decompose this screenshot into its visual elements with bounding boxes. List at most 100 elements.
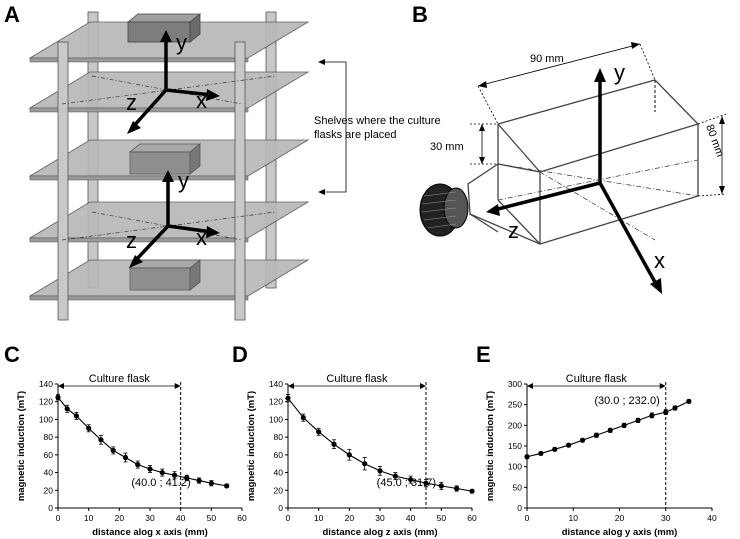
bracket-arrow-left xyxy=(58,383,64,389)
y-tick-label: 60 xyxy=(274,450,284,460)
panel-label-d: D xyxy=(232,342,248,367)
data-point xyxy=(316,429,322,435)
y-tick-label: 200 xyxy=(508,420,522,430)
data-point xyxy=(686,398,692,404)
cutoff-annotation: (30.0 ; 232.0) xyxy=(594,395,659,407)
x-tick-label: 50 xyxy=(207,513,217,523)
dimension-lines xyxy=(470,43,727,197)
dimension-width: 80 mm xyxy=(703,123,726,159)
y-tick-label: 0 xyxy=(517,503,522,513)
axis-label-x-flask: x xyxy=(654,248,665,273)
y-tick-label: 0 xyxy=(278,503,283,513)
axis-label-y-top: y xyxy=(176,30,187,55)
bracket-arrow-right xyxy=(659,383,666,389)
data-point xyxy=(122,454,129,461)
panel-label-a: A xyxy=(4,2,20,27)
y-tick-label: 80 xyxy=(44,432,54,442)
y-tick-label: 100 xyxy=(269,414,283,424)
data-point xyxy=(438,483,444,489)
bracket-arrow-right xyxy=(420,383,426,389)
flask-box-bottom xyxy=(128,259,202,291)
axes-set-flask xyxy=(493,78,658,285)
data-point xyxy=(64,406,70,412)
data-point xyxy=(607,427,613,433)
data-point xyxy=(392,473,398,479)
axes-set-top xyxy=(130,38,213,130)
x-tick-label: 40 xyxy=(707,513,717,523)
data-point xyxy=(538,450,544,457)
rack-post-front-right xyxy=(234,41,246,321)
data-point xyxy=(377,468,383,474)
dimension-length: 90 mm xyxy=(530,53,564,65)
shelf-note-line-1: Shelves where the culture xyxy=(314,115,441,127)
data-point xyxy=(524,454,530,460)
data-point xyxy=(621,422,627,428)
data-point xyxy=(285,395,291,401)
data-point xyxy=(110,447,116,454)
data-point xyxy=(98,437,104,443)
axis-label-y-flask: y xyxy=(614,60,625,85)
bracket-arrow-left xyxy=(288,383,294,389)
flask-box-middle xyxy=(128,143,202,175)
data-point xyxy=(300,415,306,421)
shelf-edge-1 xyxy=(29,57,249,63)
culture-flask-label: Culture flask xyxy=(566,373,628,385)
axis-label-x-top: x xyxy=(196,88,207,113)
x-axis-label: distance alog x axis (mm) xyxy=(92,527,208,538)
x-axis-label: distance alog y axis (mm) xyxy=(562,527,678,538)
x-tick-label: 30 xyxy=(145,513,155,523)
x-tick-label: 0 xyxy=(525,513,530,523)
x-tick-label: 50 xyxy=(437,513,447,523)
x-tick-label: 60 xyxy=(467,513,477,523)
shelf-rack xyxy=(28,11,310,321)
y-axis-label: magnetic induction (mT) xyxy=(246,391,257,501)
y-tick-label: 140 xyxy=(269,379,283,389)
data-point xyxy=(55,394,61,400)
y-tick-label: 40 xyxy=(44,468,54,478)
axis-label-z-bottom: z xyxy=(126,228,137,253)
data-point xyxy=(331,441,337,447)
x-tick-label: 20 xyxy=(615,513,625,523)
x-tick-label: 10 xyxy=(84,513,94,523)
data-point xyxy=(224,483,230,489)
x-tick-label: 0 xyxy=(286,513,291,523)
x-tick-label: 30 xyxy=(375,513,385,523)
panel-label-c: C xyxy=(4,342,20,367)
x-axis-label: distance alog z axis (mm) xyxy=(322,527,437,538)
data-point xyxy=(454,485,460,492)
shelf-edge-4 xyxy=(29,237,249,243)
data-point xyxy=(552,446,558,452)
y-tick-label: 300 xyxy=(508,379,522,389)
data-point xyxy=(408,477,414,483)
y-tick-label: 40 xyxy=(274,468,284,478)
data-point xyxy=(469,488,475,494)
axis-label-z-flask: z xyxy=(508,218,519,243)
y-tick-label: 0 xyxy=(48,503,53,513)
data-point xyxy=(171,472,178,478)
shelf-edge-3 xyxy=(29,175,249,181)
data-point xyxy=(663,409,669,415)
y-tick-label: 80 xyxy=(274,432,284,442)
culture-flask-label: Culture flask xyxy=(326,373,388,385)
y-tick-label: 20 xyxy=(274,485,284,495)
data-point xyxy=(184,475,190,481)
panel-label-b: B xyxy=(412,2,428,27)
y-axis-label: magnetic induction (mT) xyxy=(485,391,496,501)
data-point xyxy=(86,425,92,431)
culture-flask xyxy=(467,79,699,245)
y-tick-label: 150 xyxy=(508,441,522,451)
y-tick-label: 120 xyxy=(39,397,53,407)
series-line xyxy=(57,396,227,487)
panel-label-e: E xyxy=(476,342,491,367)
x-tick-label: 0 xyxy=(56,513,61,523)
data-point xyxy=(346,452,352,458)
flask-cap xyxy=(419,183,469,237)
axis-label-y-bottom: y xyxy=(178,168,189,193)
bracket-arrow-right xyxy=(174,383,181,389)
cutoff-annotation: (45.0 ; 31.7) xyxy=(377,477,436,489)
y-tick-label: 60 xyxy=(44,450,54,460)
